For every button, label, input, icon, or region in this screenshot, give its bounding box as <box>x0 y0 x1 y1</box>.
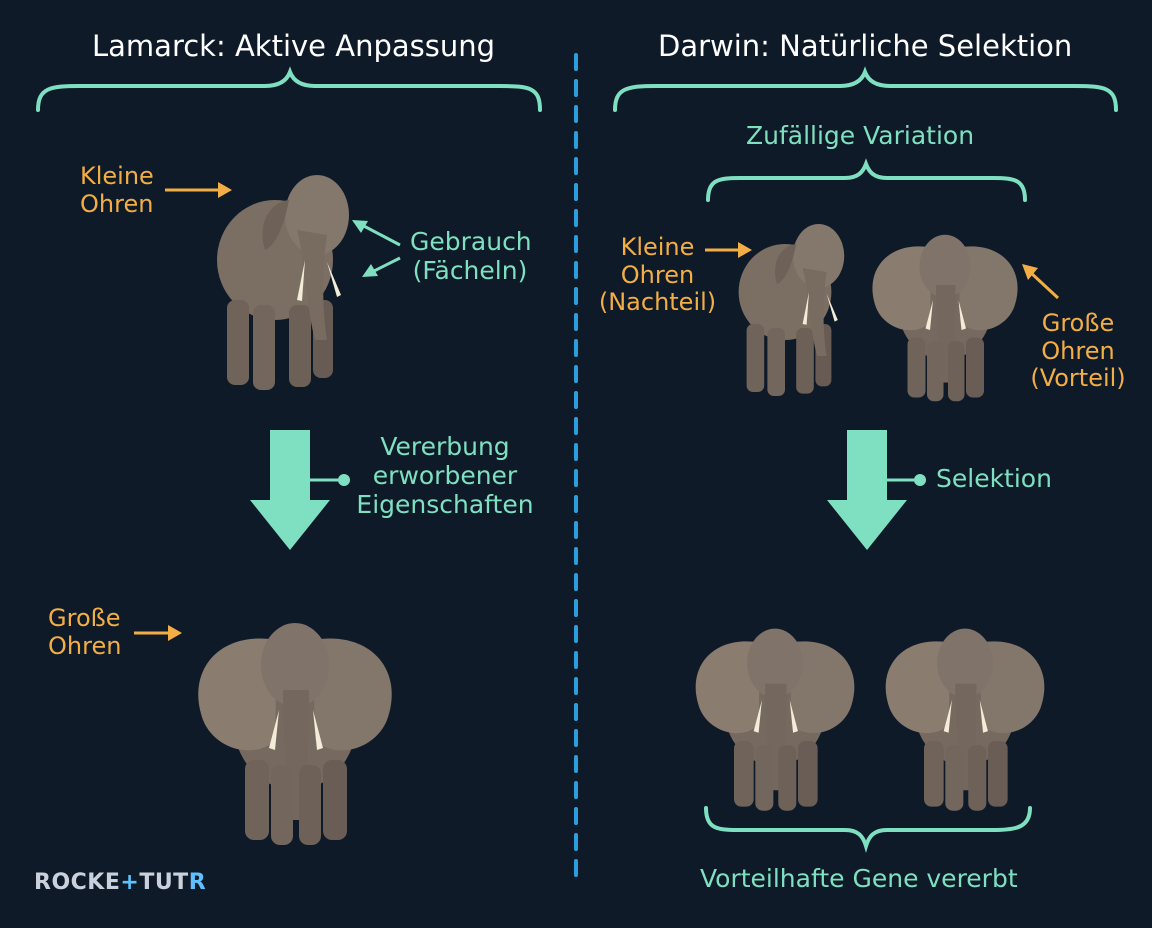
lamarck-down-arrow <box>250 430 330 550</box>
selection-connector <box>887 474 926 486</box>
lamarck-big-eared-elephant <box>198 623 392 845</box>
right-title-brace <box>613 66 1118 112</box>
darwin-small-ears-arrow <box>705 242 752 258</box>
lamarck-title: Lamarck: Aktive Anpassung <box>92 29 496 63</box>
darwin-small-eared-elephant <box>738 224 845 396</box>
darwin-big-ears-arrow <box>1022 264 1060 300</box>
lamarck-small-eared-elephant <box>217 175 349 390</box>
darwin-big-ears-label: Große Ohren (Vorteil) <box>1030 309 1126 393</box>
offspring-elephant-2 <box>885 628 1045 811</box>
inherited-brace <box>704 806 1032 853</box>
darwin-title: Darwin: Natürliche Selektion <box>658 29 1073 63</box>
left-title-brace <box>36 66 542 112</box>
use-label: Gebrauch (Fächeln) <box>410 227 532 285</box>
variation-brace <box>706 158 1027 202</box>
lamarck-big-ears-arrow <box>134 625 182 641</box>
brand-logo: ROCKE+TUTR <box>34 870 207 895</box>
lamarck-small-ears-label: Kleine Ohren <box>80 162 154 218</box>
darwin-down-arrow <box>827 430 907 550</box>
darwin-small-ears-label: Kleine Ohren (Nachteil) <box>598 233 717 317</box>
inheritance-label: Vererbung erworbener Eigenschaften <box>356 432 534 519</box>
inheritance-connector <box>310 474 350 486</box>
use-arrows <box>352 220 401 277</box>
variation-label: Zufällige Variation <box>746 121 975 150</box>
darwin-big-eared-elephant <box>872 234 1018 402</box>
lamarck-small-ears-arrow <box>165 182 232 198</box>
selection-label: Selektion <box>936 464 1052 493</box>
offspring-elephant-1 <box>695 628 855 811</box>
lamarck-big-ears-label: Große Ohren <box>48 604 122 660</box>
inherited-label: Vorteilhafte Gene vererbt <box>700 864 1018 893</box>
